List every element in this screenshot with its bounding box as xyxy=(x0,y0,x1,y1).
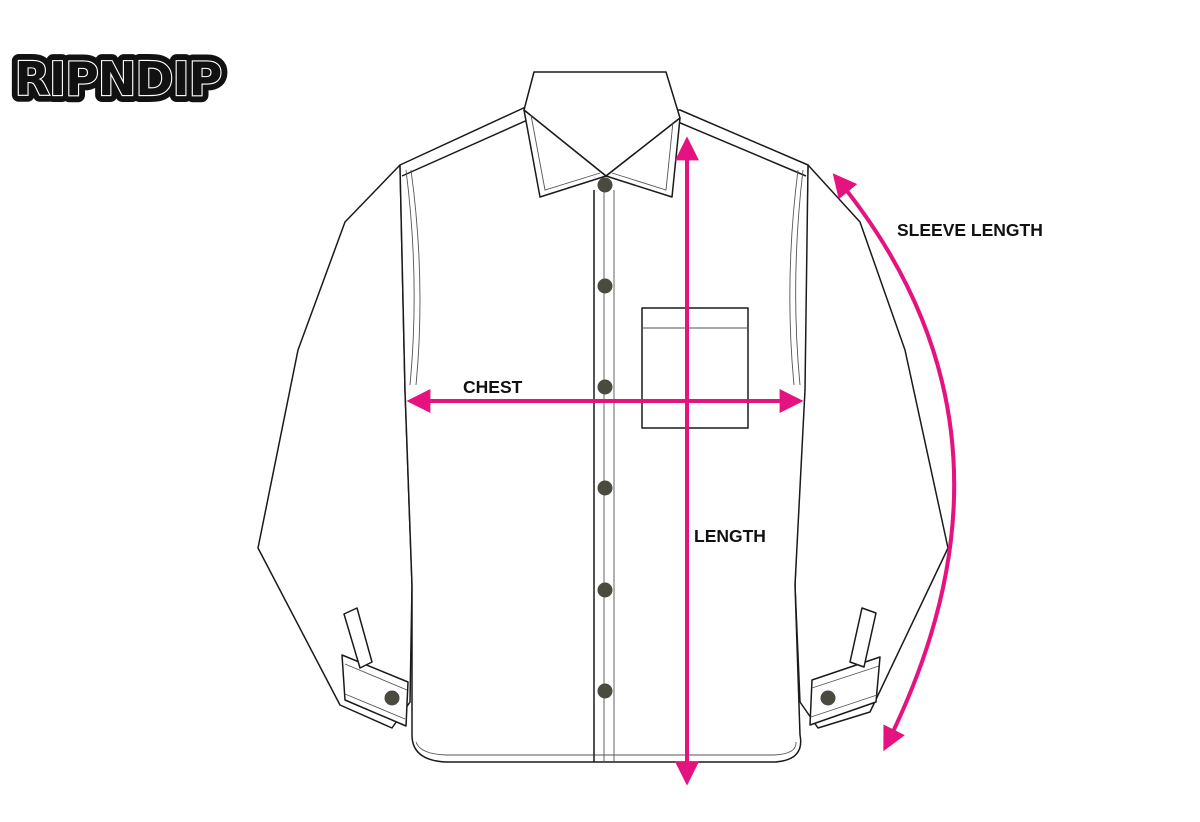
button xyxy=(597,278,613,294)
hem-stitch xyxy=(415,741,797,756)
sleeve-length-arrow xyxy=(832,173,957,752)
button xyxy=(597,177,613,193)
front-buttons xyxy=(597,177,613,699)
left-cuff xyxy=(341,607,409,727)
sleeve-length-label: SLEEVE LENGTH xyxy=(897,220,1043,240)
ripndip-logo: RIPNDIP RIPNDIP xyxy=(8,45,230,113)
button xyxy=(597,379,613,395)
measurement-arrows xyxy=(406,136,957,786)
right-sleeve xyxy=(794,164,949,729)
chest-pocket xyxy=(641,307,749,429)
button xyxy=(597,683,613,699)
left-cuff-button xyxy=(384,690,400,706)
logo-text: RIPNDIP xyxy=(15,52,222,106)
button xyxy=(597,480,613,496)
left-sleeve xyxy=(257,164,413,729)
yoke-seam xyxy=(401,117,807,177)
logo-text-outline: RIPNDIP xyxy=(15,52,222,106)
length-label: LENGTH xyxy=(694,526,766,546)
armhole-seams xyxy=(405,169,804,386)
chest-label: CHEST xyxy=(463,377,523,397)
button xyxy=(597,582,613,598)
collar xyxy=(523,71,681,198)
right-cuff-button xyxy=(820,690,836,706)
shirt-illustration xyxy=(257,71,949,763)
